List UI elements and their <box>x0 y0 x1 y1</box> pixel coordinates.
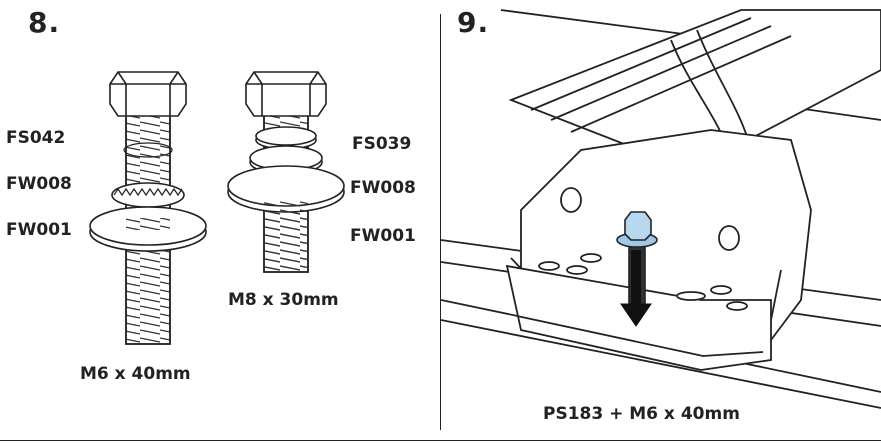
step-9-caption: PS183 + M6 x 40mm <box>543 404 740 424</box>
bolts-illustration <box>89 71 345 345</box>
roof-rack-foot-illustration <box>441 9 881 409</box>
bolt-a-part-1: FS042 <box>6 128 66 148</box>
bolt-b-size: M8 x 30mm <box>228 290 339 310</box>
bolt-m6-40 <box>89 71 207 345</box>
panel-divider <box>440 14 441 430</box>
bolt-m8-30 <box>227 71 345 273</box>
bolt-a-part-3: FW001 <box>6 220 72 240</box>
bottom-rule <box>0 440 881 441</box>
step-8-number: 8. <box>28 6 61 39</box>
step-8-panel: 8. <box>0 0 440 430</box>
bolt-a-part-2: FW008 <box>6 174 72 194</box>
step-9-number: 9. <box>457 6 490 39</box>
bolt-a-size: M6 x 40mm <box>80 364 191 384</box>
bolt-b-part-2: FW008 <box>350 178 416 198</box>
step-9-panel: 9. <box>441 0 881 430</box>
down-arrow-icon <box>620 250 652 327</box>
bolt-b-part-3: FW001 <box>350 226 416 246</box>
bolt-b-part-1: FS039 <box>352 134 412 154</box>
